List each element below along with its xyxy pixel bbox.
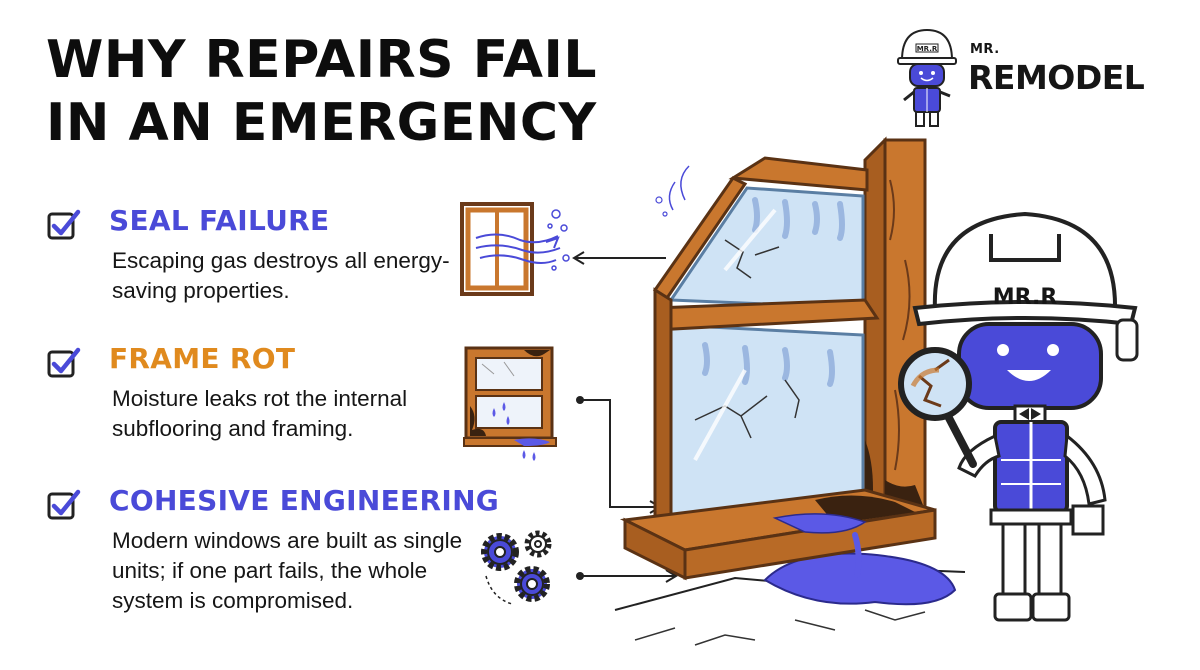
- damaged-window-illustration: [614, 136, 966, 646]
- mascot-robot-icon: MR.R: [898, 211, 1139, 622]
- gears-icon: [481, 530, 552, 605]
- checkbox-checked-icon: [47, 489, 81, 520]
- rotting-window-icon: [463, 346, 557, 461]
- item-description: Moisture leaks rot the internal subfloor…: [112, 386, 408, 441]
- item-heading: COHESIVE ENGINEERING: [109, 484, 500, 517]
- page-title-line-1: WHY REPAIRS FAIL: [46, 30, 598, 90]
- arrow-connector-3: [576, 569, 678, 583]
- item-description: Escaping gas destroys all energy-saving …: [112, 248, 450, 303]
- mascot-badge-text: MR.R: [993, 285, 1058, 310]
- window-seal-leak-icon: [460, 202, 570, 296]
- list-item-seal-failure: SEAL FAILURE Escaping gas destroys all e…: [46, 204, 486, 304]
- arrow-connector-1: [572, 251, 666, 265]
- page-title-line-2: IN AN EMERGENCY: [46, 93, 597, 153]
- logo-badge-text: MR.R: [917, 45, 938, 53]
- brand-prefix: MR.: [970, 42, 1000, 57]
- item-heading: FRAME ROT: [109, 342, 296, 375]
- list-item-cohesive-engineering: COHESIVE ENGINEERING Modern windows are …: [46, 484, 499, 614]
- checkbox-checked-icon: [47, 209, 81, 240]
- item-heading: SEAL FAILURE: [109, 204, 330, 237]
- mascot-logo-icon: MR.R: [897, 28, 957, 127]
- brand-name: REMODEL: [968, 58, 1145, 97]
- item-description: Modern windows are built as single units…: [112, 528, 463, 613]
- checkbox-checked-icon: [47, 347, 81, 378]
- list-item-frame-rot: FRAME ROT Moisture leaks rot the interna…: [46, 342, 486, 442]
